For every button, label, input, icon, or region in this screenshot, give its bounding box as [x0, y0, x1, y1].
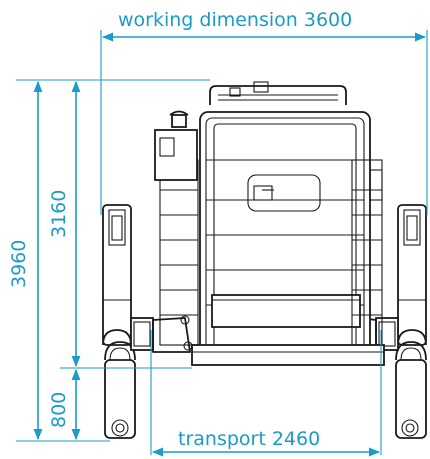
- working-dimension-label: working dimension 3600: [118, 9, 352, 31]
- height-body-label: 3160: [48, 190, 70, 238]
- machine-body: [154, 81, 385, 366]
- right-outrigger: [395, 204, 427, 439]
- left-outrigger: [102, 204, 136, 439]
- left-arm: [130, 315, 193, 353]
- dimension-lines: [16, 30, 428, 457]
- height-base-label: 800: [48, 392, 70, 428]
- transport-label: transport 2460: [178, 428, 320, 450]
- dimension-labels: working dimension 3600 transport 2460 39…: [8, 9, 352, 450]
- machine-outline: [102, 81, 427, 439]
- height-total-label: 3960: [8, 240, 30, 288]
